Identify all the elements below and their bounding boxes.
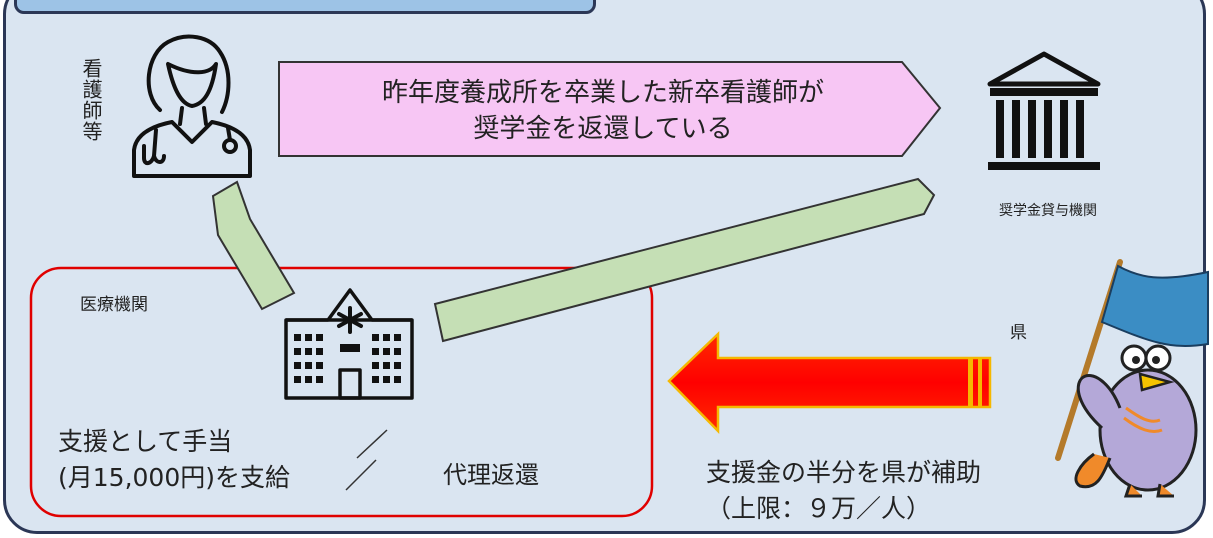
green-arrow-to-lender bbox=[433, 177, 936, 343]
support-line2: (月15,000円)を支給 bbox=[58, 463, 290, 492]
nurse-icon bbox=[122, 34, 262, 182]
medical-label: 医療機関 bbox=[80, 295, 148, 315]
title-tab bbox=[14, 0, 596, 14]
bank-icon bbox=[984, 50, 1104, 184]
red-arrow-stripe-2 bbox=[978, 358, 982, 407]
subsidy-line1: 支援金の半分を県が補助 bbox=[706, 458, 982, 487]
message-banner bbox=[278, 61, 942, 157]
green-arrow-to-nurse bbox=[211, 180, 296, 311]
prefecture-label: 県 bbox=[1010, 323, 1027, 343]
message-text: 昨年度養成所を卒業した新卒看護師が 奨学金を返還している bbox=[381, 78, 824, 144]
nurse-label: 看護師等 bbox=[79, 58, 103, 142]
hospital-icon bbox=[284, 278, 414, 404]
red-arrow-stripe-1 bbox=[968, 358, 973, 407]
slash-mark-lower bbox=[345, 459, 377, 491]
proxy-label: 代理返還 bbox=[443, 461, 539, 489]
medical-frame bbox=[29, 266, 654, 518]
subsidy-line2: （上限：９万／人） bbox=[706, 494, 932, 523]
slash-mark-upper bbox=[356, 429, 388, 459]
lender-label: 奨学金貸与機関 bbox=[999, 203, 1097, 219]
support-line1: 支援として手当 bbox=[58, 427, 233, 456]
red-arrow-to-hospital bbox=[667, 331, 992, 435]
mascot-flag-icon bbox=[1030, 258, 1210, 502]
